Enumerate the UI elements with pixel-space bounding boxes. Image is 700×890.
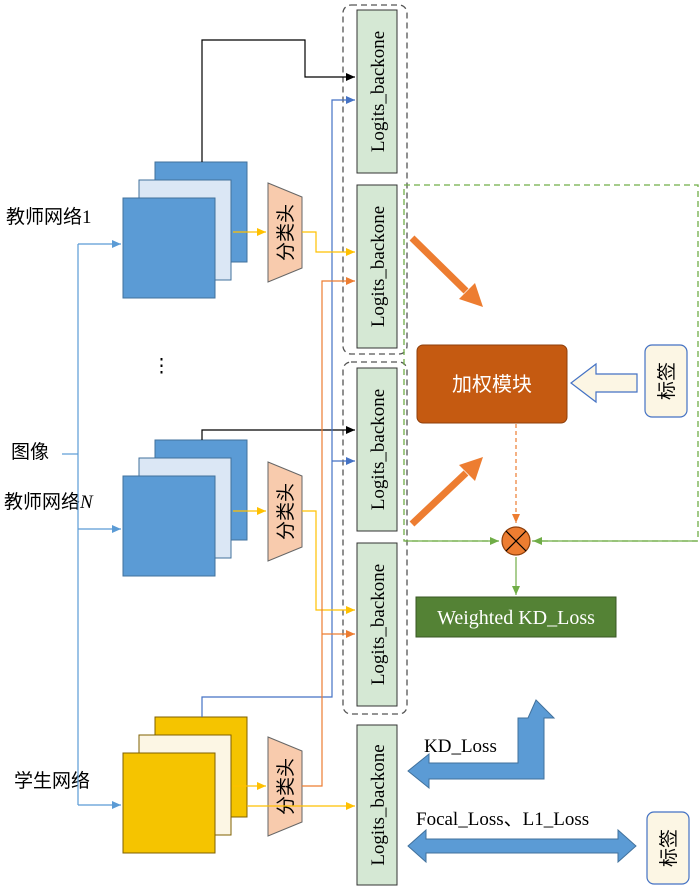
logits-box-tN-head: Logits_backone	[356, 542, 398, 707]
label-box-top: 标签	[644, 344, 688, 418]
logits-label: Logits_backone	[368, 389, 389, 510]
ellipsis: ⋮	[152, 356, 171, 377]
multiply-operator	[501, 526, 531, 556]
weight-input-arrows	[409, 235, 483, 527]
focal-loss-label: Focal_Loss、L1_Loss	[416, 809, 589, 830]
student-head-arrows	[302, 277, 355, 787]
image-label: 图像	[11, 441, 49, 463]
teacherN-logits-group	[342, 361, 408, 715]
image-input-arrows	[62, 240, 121, 809]
head-label: 分类头	[275, 758, 297, 815]
logits-box-t1-head: Logits_backone	[356, 184, 398, 349]
teacherN-label: 教师网络N	[4, 491, 94, 513]
kd-loss-arrow	[407, 699, 556, 790]
teacher1-label: 教师网络1	[6, 206, 92, 228]
label-tag-text: 标签	[658, 829, 680, 867]
head-output-arrows	[233, 228, 355, 810]
weighting-module: 加权模块	[416, 344, 568, 424]
teacher1-logits-group	[342, 4, 408, 355]
teacher1-feature-stack	[122, 161, 248, 299]
kd-loss-label: KD_Loss	[424, 736, 497, 757]
teacher-feature-arrows	[201, 39, 355, 440]
logits-box-tN-feature: Logits_backone	[356, 367, 398, 532]
classification-head-tN: 分类头	[267, 461, 303, 562]
classification-head-t1: 分类头	[267, 182, 303, 283]
head-label: 分类头	[275, 483, 297, 540]
label-box-bottom: 标签	[646, 811, 690, 885]
logits-box-student: Logits_backone	[356, 724, 398, 886]
weighted-kd-loss-box: Weighted KD_Loss	[415, 596, 617, 638]
student-label: 学生网络	[14, 770, 90, 792]
focal-loss-arrow	[407, 828, 637, 864]
weighted-kd-loss-label: Weighted KD_Loss	[437, 607, 595, 629]
teacherN-feature-stack	[122, 439, 248, 577]
weighting-module-label: 加权模块	[452, 373, 532, 396]
logits-box-t1-feature: Logits_backone	[356, 9, 398, 174]
student-feature-stack	[122, 716, 248, 854]
logits-label: Logits_backone	[368, 206, 389, 327]
weighting-region	[403, 184, 699, 542]
head-label: 分类头	[275, 204, 297, 261]
logits-label: Logits_backone	[368, 564, 389, 685]
label-tag-text: 标签	[656, 362, 678, 400]
logits-label: Logits_backone	[368, 31, 389, 152]
classification-head-student: 分类头	[267, 736, 303, 837]
multiply-input-arrows	[405, 537, 697, 595]
logits-label: Logits_backone	[368, 744, 389, 865]
label-to-weight-arrow	[570, 362, 638, 404]
student-feature-arrows	[201, 96, 355, 717]
